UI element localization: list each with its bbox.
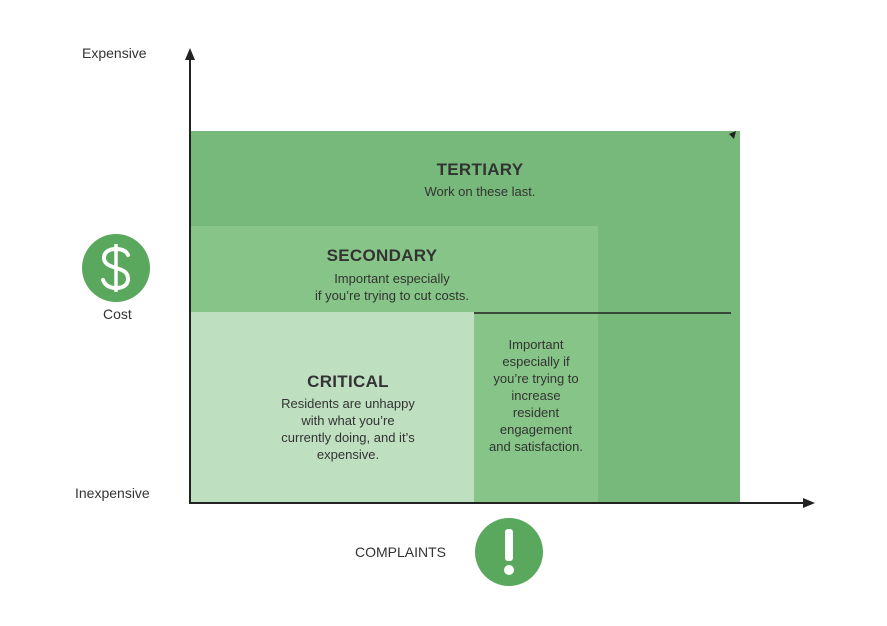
secondary-text: Important especially if you’re trying to… [272, 270, 512, 304]
complaints-zone-text-line: engagement [499, 422, 573, 437]
complaints-zone-text-line: increase [511, 388, 561, 403]
y-axis-top-label: Expensive [82, 45, 147, 61]
dollar-sign-icon [82, 234, 150, 302]
complaints-zone-text: Important especially if you’re trying to… [476, 336, 596, 455]
critical-text-line: expensive. [316, 447, 380, 462]
complaints-zone-text-line: especially if [502, 354, 570, 369]
complaints-zone-text-line: and satisfaction. [489, 439, 583, 454]
y-axis-label: Cost [103, 306, 132, 322]
corner-marker [729, 131, 736, 139]
tertiary-text: Work on these last. [424, 184, 536, 199]
exclamation-glyph [504, 529, 514, 575]
x-axis-label: COMPLAINTS [355, 544, 447, 560]
y-axis-arrow [185, 48, 195, 60]
exclamation-icon [475, 518, 543, 586]
x-axis-arrow [803, 498, 815, 508]
complaints-zone-text-line: resident [512, 405, 560, 420]
critical-text-line: Residents are unhappy [281, 396, 415, 411]
tertiary-title: TERTIARY [436, 160, 524, 179]
dollar-sign-glyph [101, 244, 131, 292]
y-axis-bottom-label: Inexpensive [75, 485, 150, 501]
complaints-zone-text-line: you’re trying to [493, 371, 579, 386]
secondary-text-line: if you’re trying to cut costs. [315, 288, 469, 303]
secondary-text-line: Important especially [334, 271, 450, 286]
critical-title: CRITICAL [307, 372, 389, 391]
complaints-zone-text-line: Important [508, 337, 564, 352]
critical-text-line: currently doing, and it’s [281, 430, 415, 445]
critical-text-line: with what you’re [301, 413, 395, 428]
secondary-title: SECONDARY [326, 246, 438, 265]
critical-zone [191, 312, 474, 503]
critical-text: Residents are unhappy with what you’re c… [248, 395, 448, 463]
